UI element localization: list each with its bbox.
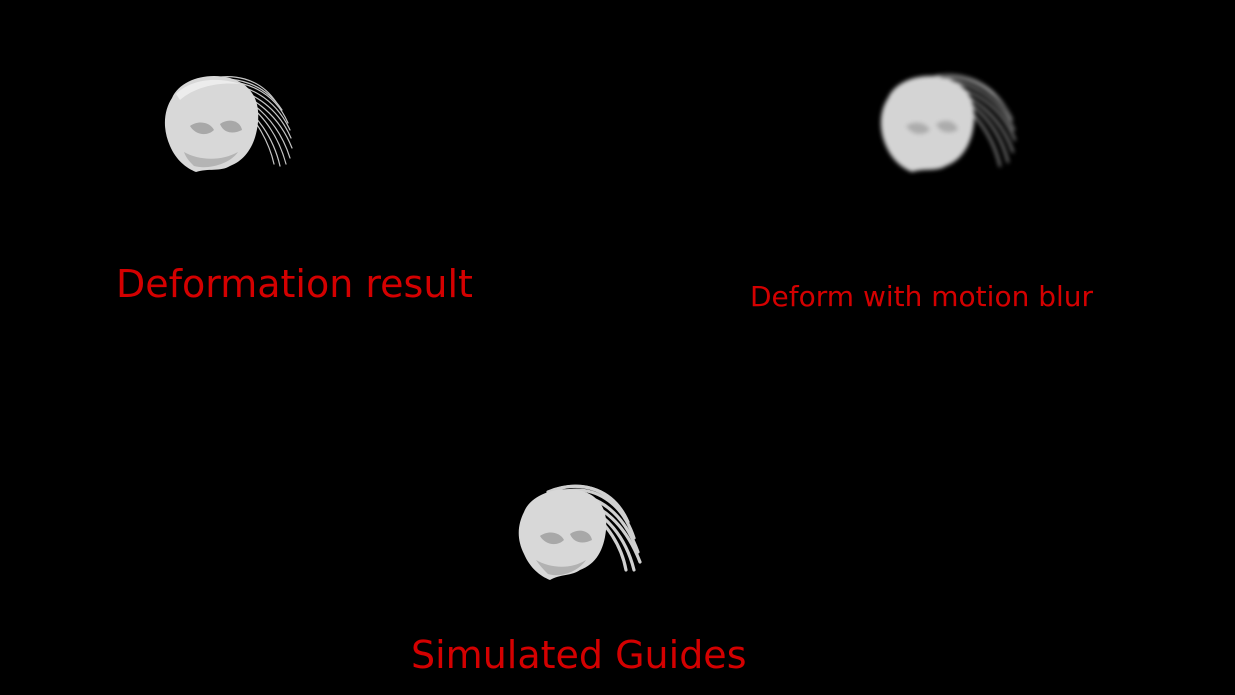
simulated-guides-render — [518, 484, 642, 580]
simulated-guides-label: Simulated Guides — [411, 633, 747, 677]
blurred-head-shape — [880, 76, 975, 172]
motion-blur-label: Deform with motion blur — [750, 280, 1094, 313]
head-shape — [164, 76, 259, 172]
deformation-result-render — [164, 76, 293, 172]
motion-blur-render — [880, 74, 1016, 172]
deformation-result-label: Deformation result — [116, 262, 473, 306]
head-shape-guides — [518, 489, 607, 580]
